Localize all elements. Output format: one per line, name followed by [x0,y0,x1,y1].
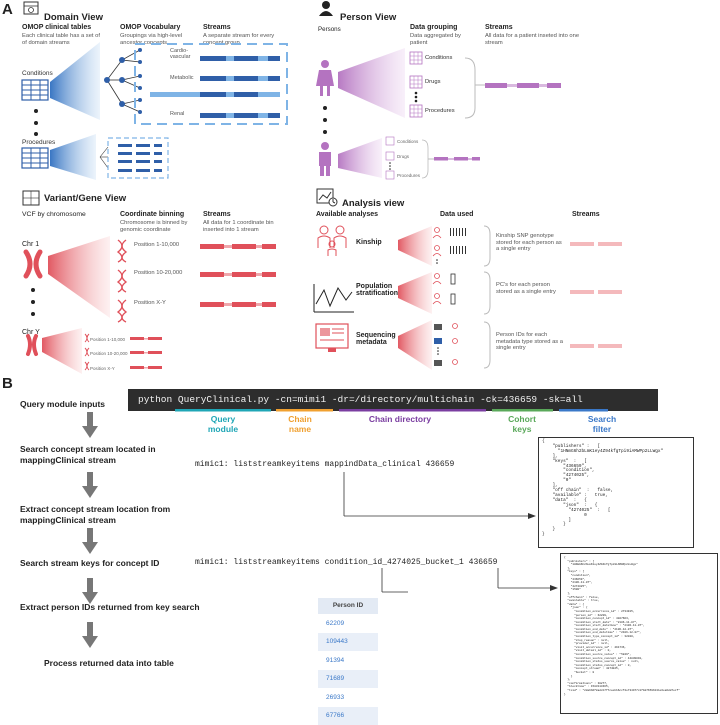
table-row: 91394 [318,651,378,670]
person-item-conditions: Conditions [425,55,452,61]
analysis-chart-icon [316,186,338,208]
analysis-view-graphic [310,220,640,380]
table-row: 62209 [318,614,378,633]
grouping-title: Data grouping [410,24,457,31]
chromosome-1-icon [26,252,40,276]
persons-label: Persons [318,26,341,33]
analysis-view-title: Analysis view [342,198,404,209]
step-process-table: Process returned data into table [44,658,174,669]
person-item-small-conditions: Conditions [397,139,418,144]
cmd-prefix: python [138,394,178,405]
family-icon [318,226,346,256]
person-icon [318,0,334,16]
caption-search-filter: Search filter [583,415,621,435]
group-cardiovascular: Cardio-vascular [170,48,198,61]
domain-view-graphic [0,0,360,185]
cmd-dir: -dr=/directory/multichain [332,394,475,405]
person-item-procedures: Procedures [425,108,455,114]
cmd-keys: -ck=436659 [480,394,537,405]
analysis-streams-label: Streams [572,211,600,218]
group-renal: Renal [170,111,184,117]
person-item-small-procedures: Procedures [397,173,420,178]
person-item-small-drugs: Drugs [397,154,409,159]
group-metabolic: Metabolic [170,75,194,81]
population-plot-icon [314,284,354,312]
procedures-table-icon [22,148,48,168]
person-id-cell: 109443 [318,633,378,652]
person-item-drugs: Drugs [425,79,440,85]
json-mapping-result: { "publishers" : [ "1HNmG6h2bLmK1ey4Z94k… [538,437,694,548]
caption-chain-directory: Chain directory [340,415,460,425]
cmd-filter: -sk=all [543,394,583,405]
variant-streams-title: Streams [203,211,231,218]
caption-query-module: Query module [198,415,248,435]
step-query-inputs: Query module inputs [20,399,105,410]
vcf-file-icon [22,190,40,206]
vcf-subtitle: VCF by chromosome [22,211,86,218]
table-row: 71689 [318,670,378,689]
person-id-cell: 67766 [318,707,378,725]
person-id-cell: 26933 [318,688,378,707]
procedures-label: Procedures [22,139,55,146]
table-row: 67766 [318,707,378,725]
caption-cohort-keys: Cohort keys [502,415,542,435]
conditions-table-icon [22,80,48,100]
person-id-cell: 91394 [318,651,378,670]
cmd-script: QueryClinical.py [178,394,269,405]
caption-chain-name: Chain name [283,415,317,435]
male-person-icon [319,142,331,176]
variant-view-title: Variant/Gene View [44,193,126,204]
available-analyses-label: Available analyses [316,211,378,218]
person-id-header: Person ID [318,598,378,614]
step-extract-location: Extract concept stream location from map… [20,504,210,525]
argument-underlines [128,407,658,413]
cmd-chain: -cn=mimi1 [275,394,326,405]
person-view-title: Person View [340,12,396,23]
variant-view-graphic [18,230,308,380]
data-used-label: Data used [440,211,473,218]
step-search-keys: Search stream keys for concept ID [20,558,210,569]
person-id-cell: 71689 [318,670,378,689]
person-id-cell: 62209 [318,614,378,633]
conditions-label: Conditions [22,70,53,77]
chromosome-y-icon [28,336,36,354]
person-view-graphic [310,40,570,190]
flow-arrows [80,412,100,652]
person-id-table: Person ID 62209 109443 91394 71689 26933… [318,598,378,725]
panel-b-letter: B [2,375,13,392]
json-key-result: { "publishers" : [ "1HNmG6h2bLmK1ey4Z94k… [560,553,718,714]
sequencing-monitor-icon [316,324,348,352]
person-streams-title: Streams [485,24,513,31]
table-row: 109443 [318,633,378,652]
step-search-concept: Search concept stream located in mapping… [20,444,210,465]
female-person-icon [316,60,334,96]
step-extract-persons: Extract person IDs returned from key sea… [20,602,210,613]
table-row: 26933 [318,688,378,707]
binning-title: Coordinate binning [120,211,184,218]
